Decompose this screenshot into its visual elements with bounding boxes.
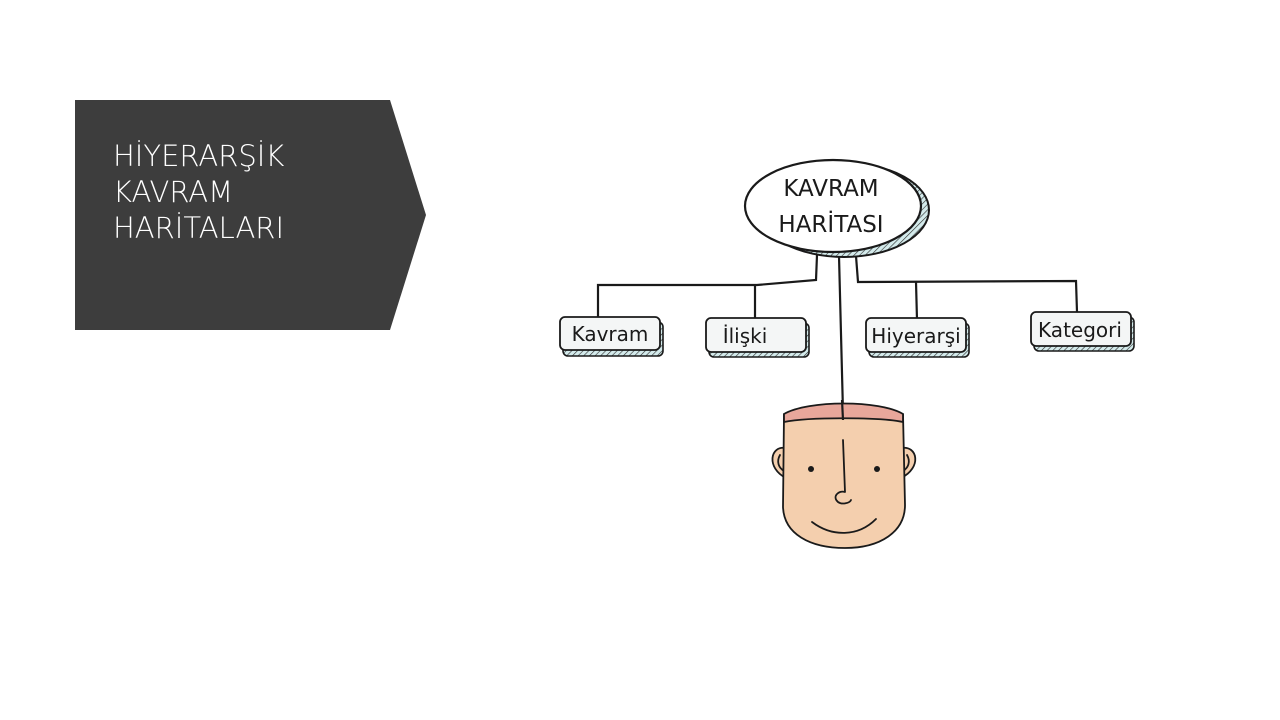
child-node-kategori: Kategori	[1030, 311, 1135, 352]
child-node-label: İlişki	[723, 324, 768, 348]
child-node-label: Hiyerarşi	[871, 324, 960, 348]
connector-lines	[596, 253, 1079, 414]
slide-title: HİYERARŞİK KAVRAM HARİTALARI	[113, 138, 383, 246]
root-node-label-line-2: HARİTASI	[778, 210, 883, 238]
child-node-kavram: Kavram	[559, 316, 664, 357]
child-node-label: Kavram	[572, 322, 649, 346]
title-line-2: KAVRAM	[113, 175, 234, 209]
child-node-hiyerarsi: Hiyerarşi	[865, 317, 970, 358]
child-node-iliski: İlişki	[705, 317, 810, 358]
child-node-label: Kategori	[1038, 318, 1122, 342]
root-node: KAVRAM HARİTASI	[743, 158, 930, 258]
title-line-1: HİYERARŞİK	[113, 139, 285, 173]
head-illustration	[771, 402, 917, 549]
root-node-label-line-1: KAVRAM	[783, 176, 878, 202]
title-line-3: HARİTALARI	[113, 211, 285, 245]
head-connector	[840, 399, 845, 421]
